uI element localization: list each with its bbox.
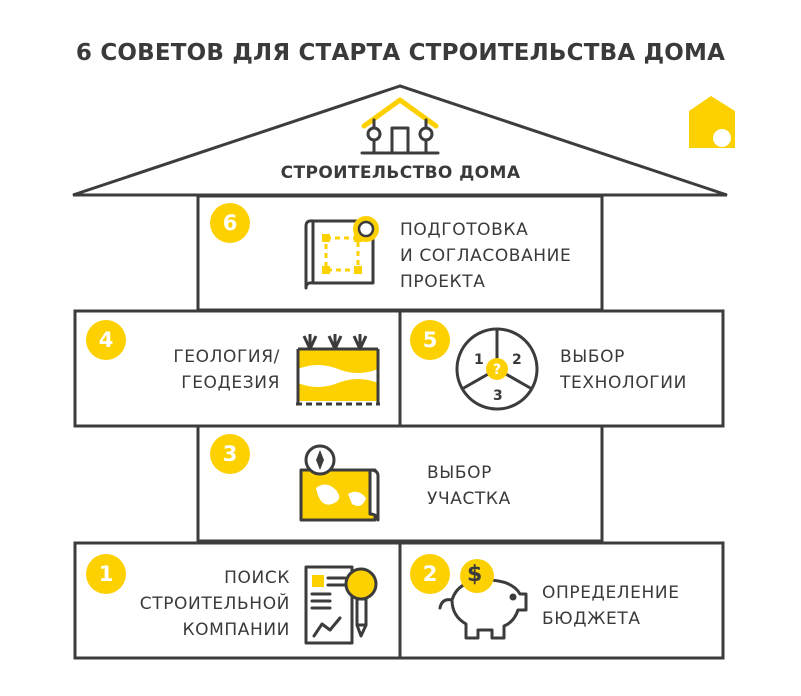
step-2-line-1: ОПРЕДЕЛЕНИЕ: [542, 583, 680, 603]
piggy-bank-icon: [438, 559, 528, 640]
step-5-badge: 5: [410, 320, 450, 360]
technology-choice-icon: [455, 327, 539, 411]
step-2-badge: 2: [410, 554, 450, 594]
step-5-line-2: ТЕХНОЛОГИИ: [560, 373, 687, 393]
step-4-line-2: ГЕОДЕЗИЯ: [181, 373, 280, 393]
box-step-6: [196, 194, 604, 312]
pie-label-question: ?: [493, 362, 502, 378]
step-2-line-2: БЮДЖЕТА: [542, 609, 641, 629]
step-1-line-1: ПОИСК: [224, 568, 290, 588]
page-title: 6 СОВЕТОВ ДЛЯ СТАРТА СТРОИТЕЛЬСТВА ДОМА: [75, 40, 726, 66]
step-3-line-1: ВЫБОР: [427, 463, 492, 483]
box-step-5: [398, 309, 725, 428]
map-compass-icon: [299, 444, 380, 522]
step-3-label: ВЫБОР УЧАСТКА: [427, 460, 511, 512]
step-4-line-1: ГЕОЛОГИЯ/: [173, 347, 280, 367]
step-6-line-3: ПРОЕКТА: [400, 272, 486, 292]
step-6-label: ПОДГОТОВКА И СОГЛАСОВАНИЕ ПРОЕКТА: [400, 217, 571, 295]
step-3-badge: 3: [210, 434, 250, 474]
step-4-badge: 4: [86, 320, 126, 360]
step-1-line-2: СТРОИТЕЛЬНОЙ: [139, 594, 290, 614]
pie-label-2: 2: [512, 352, 523, 368]
logo-icon: [689, 96, 735, 148]
blueprint-gear-icon: [304, 216, 379, 290]
step-2-label: ОПРЕДЕЛЕНИЕ БЮДЖЕТА: [542, 580, 680, 632]
roof-label: СТРОИТЕЛЬСТВО ДОМА: [280, 163, 521, 183]
soil-layers-icon: [296, 334, 380, 406]
step-6-line-1: ПОДГОТОВКА: [400, 220, 529, 240]
pie-label-1: 1: [474, 352, 485, 368]
step-6-line-2: И СОГЛАСОВАНИЕ: [400, 246, 572, 266]
step-4-label: ГЕОЛОГИЯ/ ГЕОДЕЗИЯ: [120, 344, 280, 396]
box-step-3: [196, 424, 604, 543]
step-1-badge: 1: [86, 554, 126, 594]
document-magnifier-icon: [304, 565, 378, 645]
step-5-line-1: ВЫБОР: [560, 347, 625, 367]
step-3-line-2: УЧАСТКА: [427, 489, 511, 509]
step-5-label: ВЫБОР ТЕХНОЛОГИИ: [560, 344, 687, 396]
pie-label-3: 3: [493, 388, 504, 404]
step-1-line-3: КОМПАНИИ: [182, 620, 290, 640]
dollar-icon: $: [467, 562, 483, 587]
house-trees-icon: [360, 97, 440, 155]
step-1-label: ПОИСК СТРОИТЕЛЬНОЙ КОМПАНИИ: [110, 565, 290, 643]
step-6-badge: 6: [210, 203, 250, 243]
